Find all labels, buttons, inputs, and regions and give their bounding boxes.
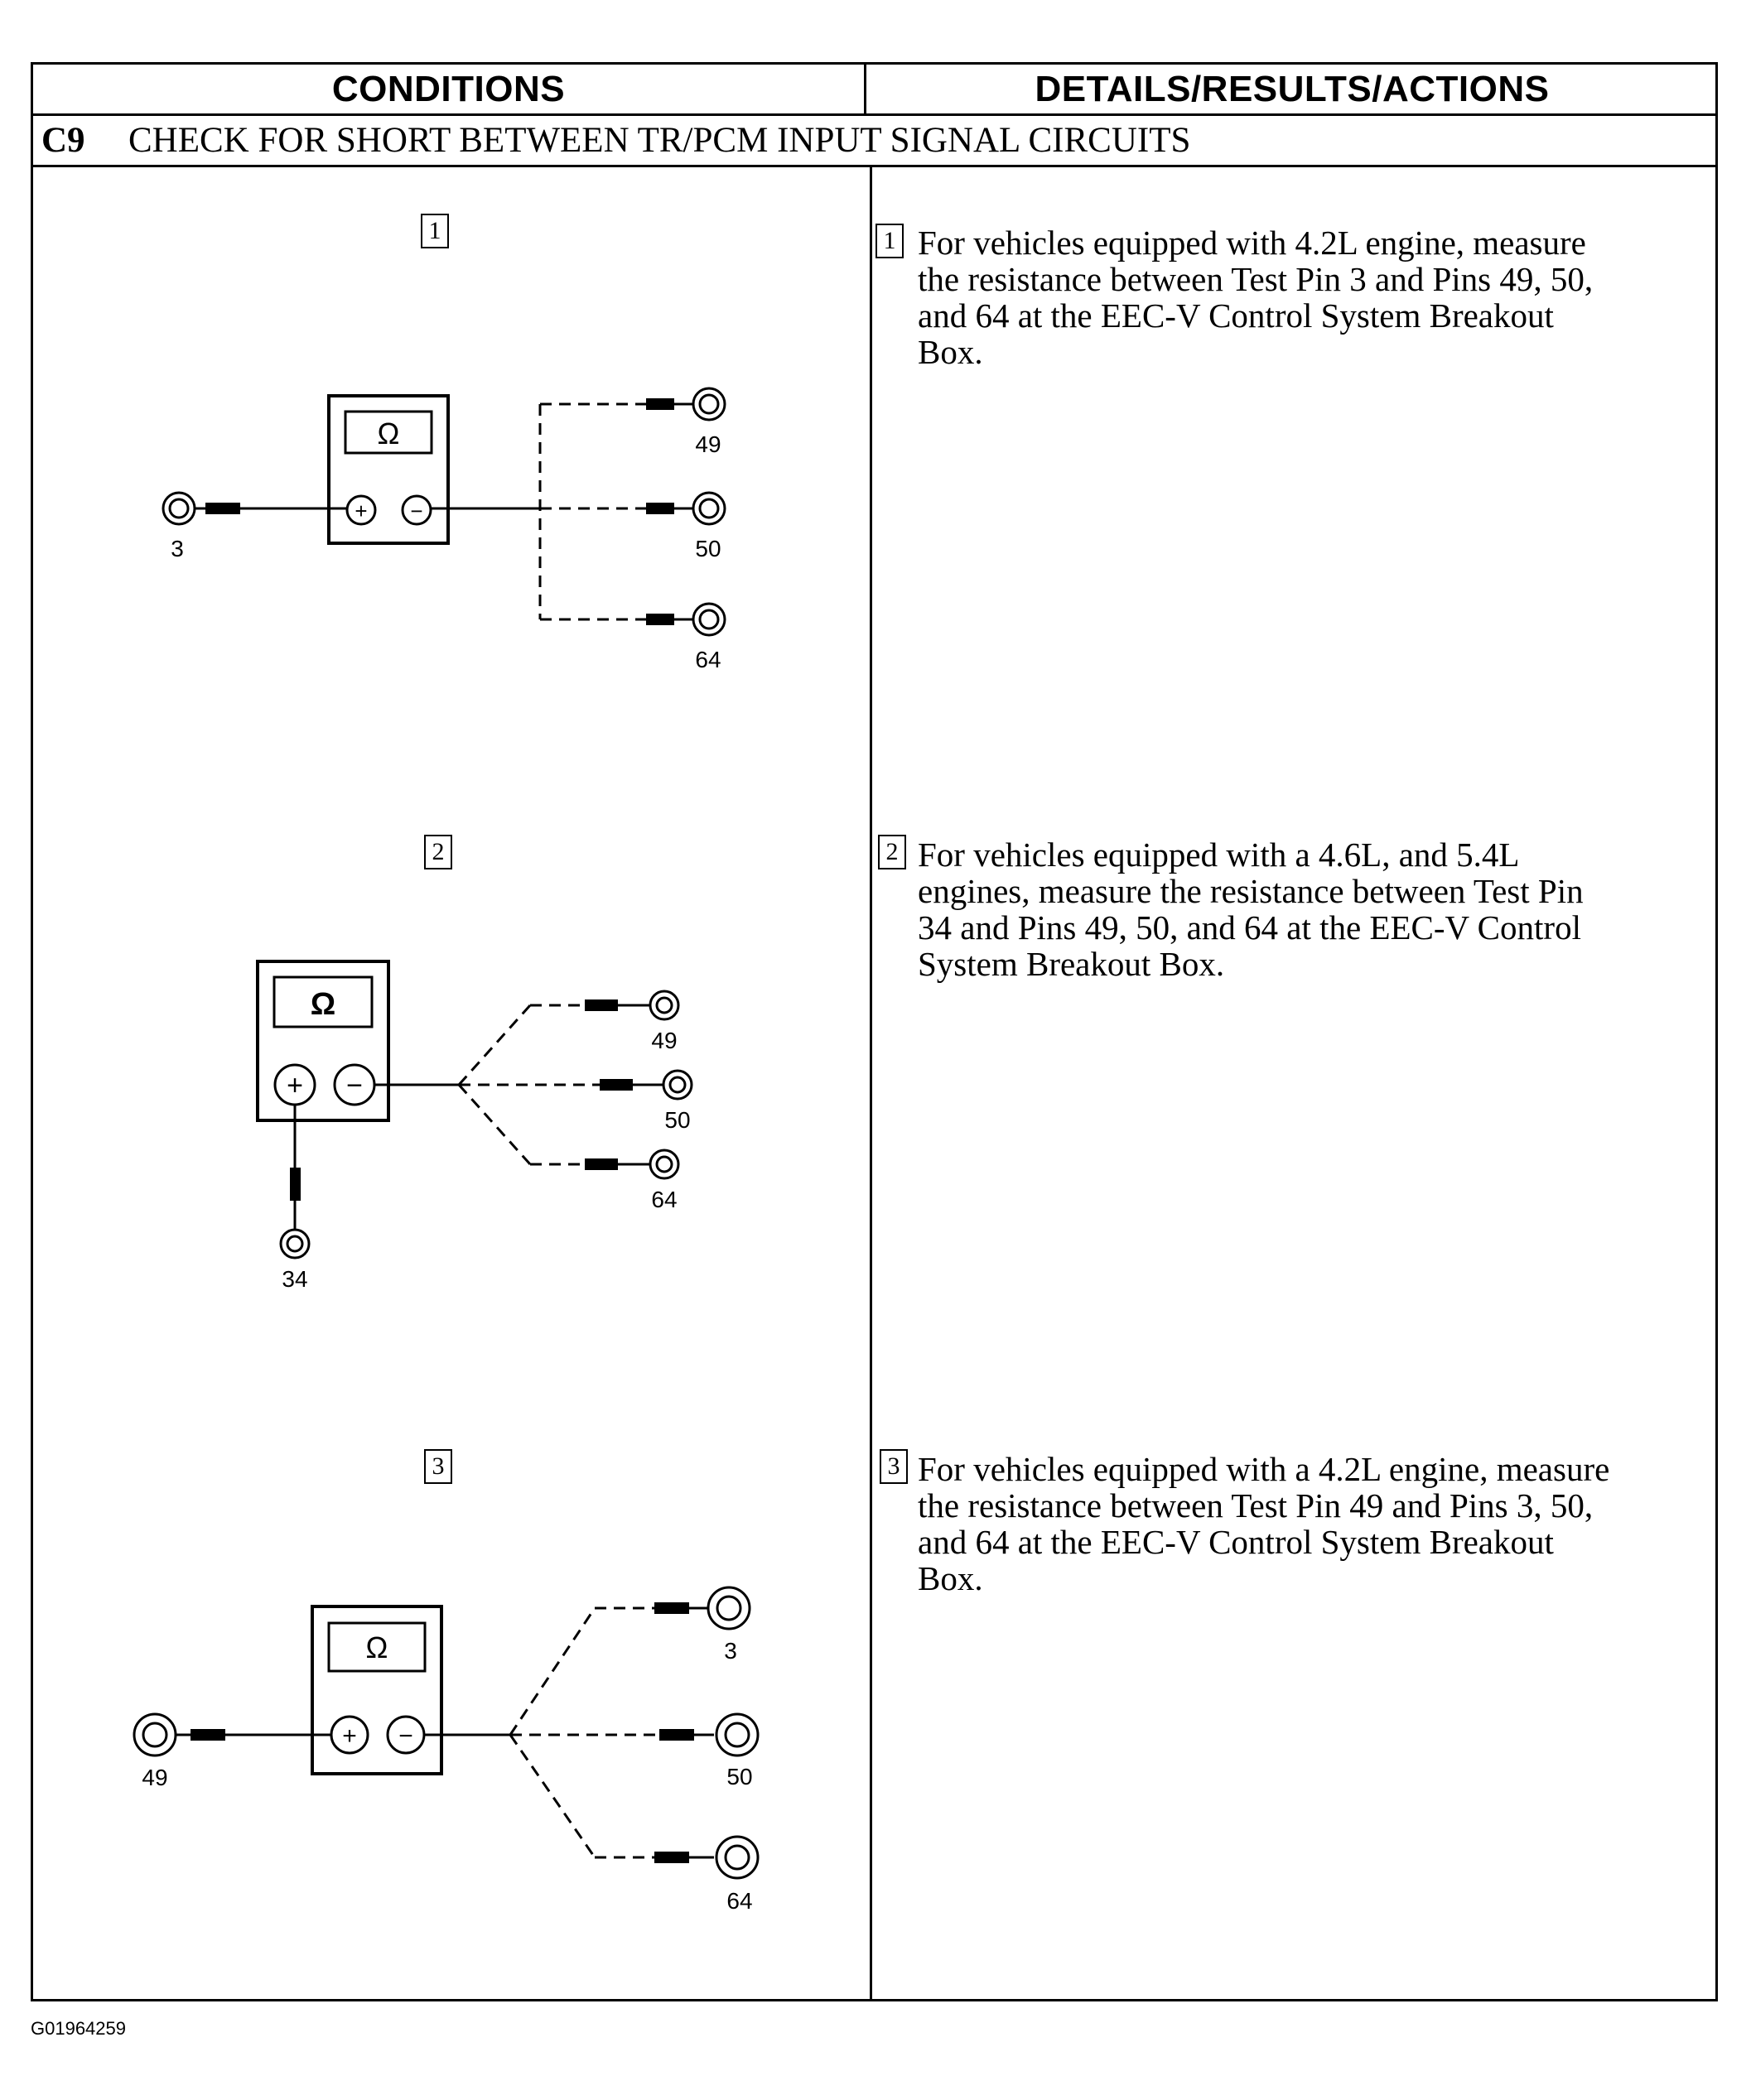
section-title: CHECK FOR SHORT BETWEEN TR/PCM INPUT SIG…	[128, 121, 1191, 160]
common-pin-label: 49	[142, 1765, 167, 1790]
step-2-action-number: 2	[878, 835, 906, 869]
figure-id: G01964259	[31, 2018, 126, 2039]
pin-label-a: 49	[651, 1028, 677, 1053]
plus-terminal	[345, 494, 377, 526]
pin-label-b: 50	[664, 1107, 690, 1133]
pin-label-b: 50	[726, 1764, 752, 1789]
pin-label-c: 64	[695, 647, 721, 672]
ohmmeter-display	[327, 1621, 427, 1673]
ohm-symbol: Ω	[311, 987, 335, 1022]
pin-label-c: 64	[726, 1888, 752, 1914]
step-3-action-number: 3	[880, 1449, 908, 1484]
plus-label: +	[355, 499, 367, 523]
step-3-condition-number: 3	[424, 1449, 452, 1484]
pin-label-c: 64	[651, 1187, 677, 1212]
step-2-condition-number: 2	[424, 835, 452, 869]
pin-label-a: 3	[724, 1638, 737, 1664]
step-1-condition-number: 1	[421, 214, 449, 248]
column-divider	[870, 167, 872, 2001]
probe-plug	[191, 1729, 225, 1741]
section-id: C9	[41, 121, 85, 160]
ohmmeter-display	[273, 975, 374, 1028]
step-1-action-number: 1	[876, 224, 904, 258]
ohm-symbol: Ω	[378, 417, 400, 450]
probe-plug	[205, 503, 240, 514]
step-1-text: For vehicles equipped with 4.2L engine, …	[918, 224, 1594, 371]
common-pin-label: 3	[171, 536, 184, 561]
minus-label: −	[346, 1070, 363, 1101]
minus-label: −	[410, 499, 422, 523]
minus-terminal	[401, 494, 432, 526]
minus-label: −	[398, 1722, 413, 1750]
pin-label-a: 49	[695, 431, 721, 457]
step-3-text: For vehicles equipped with a 4.2L engine…	[918, 1450, 1610, 1597]
diagnostic-table: CONDITIONS DETAILS/RESULTS/ACTIONS C9 CH…	[31, 62, 1718, 2001]
section-row: C9 CHECK FOR SHORT BETWEEN TR/PCM INPUT …	[33, 116, 1715, 167]
conditions-header: CONDITIONS	[33, 65, 866, 116]
plus-label: +	[287, 1070, 303, 1101]
ohm-symbol: Ω	[366, 1630, 388, 1664]
details-header: DETAILS/RESULTS/ACTIONS	[866, 65, 1718, 116]
plus-label: +	[342, 1722, 357, 1750]
probe-plug	[290, 1168, 301, 1201]
step-2-text: For vehicles equipped with a 4.6L, and 5…	[918, 836, 1584, 983]
common-pin-label: 34	[282, 1266, 307, 1292]
pin-label-b: 50	[695, 536, 721, 561]
ohmmeter-display	[344, 410, 433, 455]
